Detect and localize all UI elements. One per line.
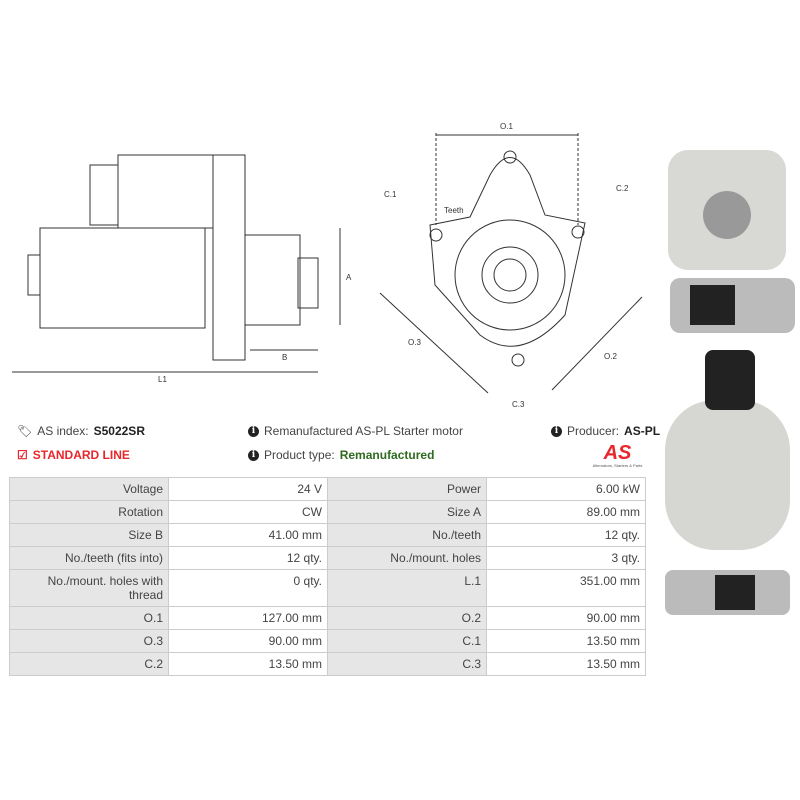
spec-value: 13.50 mm — [486, 652, 646, 676]
spec-value: CW — [168, 500, 328, 524]
spec-label: C.1 — [327, 629, 487, 653]
spec-value: 351.00 mm — [486, 569, 646, 607]
label-o1: O.1 — [500, 122, 513, 131]
spec-label: Size A — [327, 500, 487, 524]
spec-label: O.2 — [327, 606, 487, 630]
spec-value: 12 qty. — [486, 523, 646, 547]
label-c1: C.1 — [384, 190, 397, 199]
spec-value: 0 qty. — [168, 569, 328, 607]
spec-value: 13.50 mm — [486, 629, 646, 653]
info-icon: i — [248, 449, 259, 461]
label-teeth: Teeth — [444, 206, 464, 215]
spec-label: O.1 — [9, 606, 169, 630]
spec-value: 127.00 mm — [168, 606, 328, 630]
front-view-drawing: O.1 C.1 C.2 C.3 O.3 O.2 Teeth — [379, 122, 643, 409]
spec-label: L.1 — [327, 569, 487, 607]
table-row: No./teeth (fits into)12 qty.No./mount. h… — [9, 546, 646, 570]
info-icon: i — [551, 425, 562, 437]
spec-value: 13.50 mm — [168, 652, 328, 676]
spec-value: 90.00 mm — [486, 606, 646, 630]
photo-rear — [665, 400, 790, 550]
label-l1: L1 — [158, 375, 167, 384]
spec-label: Voltage — [9, 477, 169, 501]
side-view-drawing: L1 B A — [12, 154, 352, 384]
spec-label: No./teeth — [327, 523, 487, 547]
spec-value: 6.00 kW — [486, 477, 646, 501]
spec-label: C.2 — [9, 652, 169, 676]
description: i Remanufactured AS-PL Starter motor — [248, 424, 463, 438]
spec-label: No./mount. holes — [327, 546, 487, 570]
spec-label: C.3 — [327, 652, 487, 676]
spec-label: No./teeth (fits into) — [9, 546, 169, 570]
checkbox-icon: ☑ — [17, 448, 28, 462]
spec-value: 12 qty. — [168, 546, 328, 570]
as-index: 🏷 AS index: S5022SR — [17, 424, 145, 438]
product-photos — [665, 150, 795, 615]
product-type: i Product type: Remanufactured — [248, 448, 434, 462]
spec-label: Size B — [9, 523, 169, 547]
standard-line-badge: ☑ STANDARD LINE — [17, 448, 130, 462]
spec-value: 24 V — [168, 477, 328, 501]
spec-label: O.3 — [9, 629, 169, 653]
spec-value: 90.00 mm — [168, 629, 328, 653]
as-logo: AS Alternators, Starters & Parts — [592, 442, 643, 468]
spec-value: 41.00 mm — [168, 523, 328, 547]
spec-label: Rotation — [9, 500, 169, 524]
spec-label: No./mount. holes with thread — [9, 569, 169, 607]
info-icon: i — [248, 425, 259, 437]
label-b: B — [282, 353, 287, 362]
label-c3: C.3 — [512, 400, 525, 409]
producer: i Producer: AS-PL — [551, 424, 660, 438]
tag-icon: 🏷 — [17, 424, 33, 438]
spec-value: 89.00 mm — [486, 500, 646, 524]
label-c2: C.2 — [616, 184, 629, 193]
label-o3: O.3 — [408, 338, 421, 347]
spec-value: 3 qty. — [486, 546, 646, 570]
label-a: A — [346, 273, 352, 282]
spec-label: Power — [327, 477, 487, 501]
label-o2: O.2 — [604, 352, 617, 361]
